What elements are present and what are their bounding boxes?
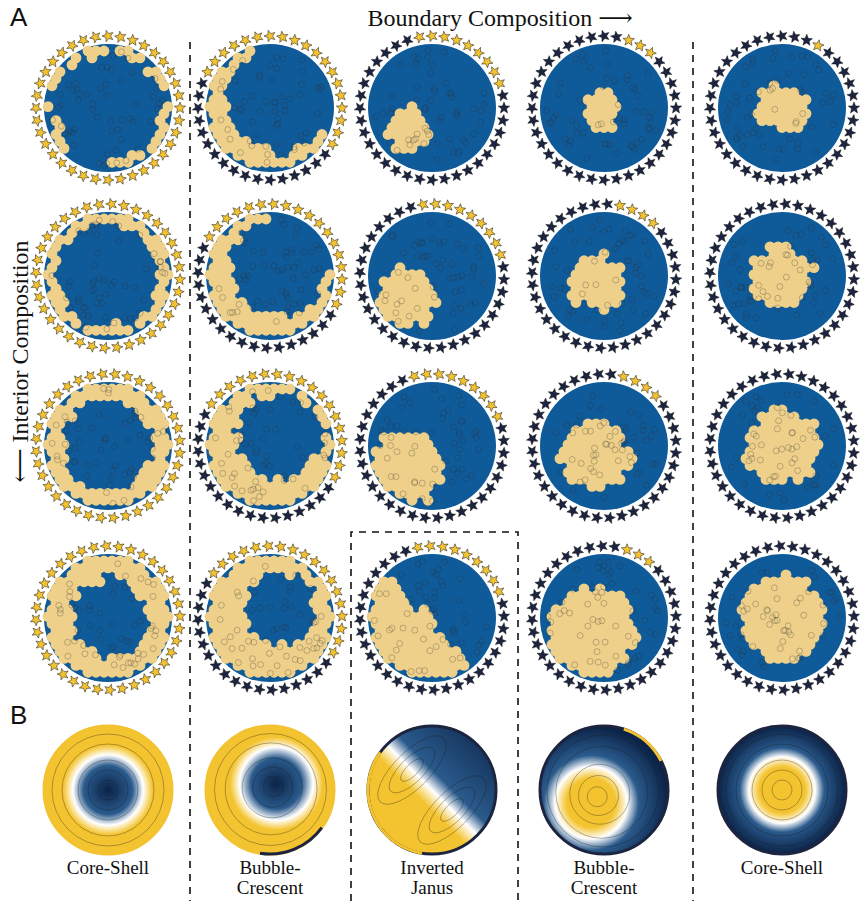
droplet-snapshot bbox=[705, 369, 860, 524]
panel-label: B bbox=[10, 702, 27, 729]
continuum-profile bbox=[367, 725, 496, 854]
dashed-separators bbox=[190, 42, 693, 901]
morphology-label: Inverted Janus bbox=[382, 858, 482, 898]
droplet-snapshot bbox=[526, 540, 681, 695]
droplet-snapshot bbox=[30, 198, 185, 353]
morphology-label: Bubble- Crescent bbox=[554, 858, 654, 898]
panel-label: A bbox=[10, 4, 27, 31]
continuum-profile bbox=[718, 726, 846, 854]
droplet-snapshot bbox=[31, 369, 186, 524]
droplet-snapshot bbox=[526, 198, 681, 353]
axis-label: ⟵ Interior Composition bbox=[7, 241, 32, 483]
continuum-profile bbox=[540, 726, 668, 854]
axis-label: Boundary Composition ⟶ bbox=[367, 6, 632, 31]
droplet-snapshot bbox=[30, 540, 185, 695]
morphology-label: Core-Shell bbox=[43, 858, 173, 878]
continuum-profile bbox=[206, 726, 334, 854]
droplet-snapshot bbox=[355, 369, 510, 524]
morphology-label: Bubble- Crescent bbox=[220, 858, 320, 898]
droplet-snapshot bbox=[193, 369, 348, 524]
droplet-snapshot bbox=[704, 198, 859, 353]
droplet-snapshot bbox=[354, 198, 509, 353]
droplet-snapshot bbox=[704, 540, 859, 695]
droplet-snapshot bbox=[30, 30, 185, 185]
morphology-label: Core-Shell bbox=[717, 858, 847, 878]
droplet-snapshot bbox=[354, 30, 509, 185]
droplet-snapshot bbox=[192, 30, 347, 185]
continuum-profile bbox=[44, 726, 172, 854]
droplet-snapshot bbox=[354, 540, 509, 695]
droplet-snapshot bbox=[704, 30, 859, 185]
droplet-snapshot bbox=[526, 30, 681, 185]
droplet-snapshot bbox=[527, 369, 682, 524]
droplet-snapshot bbox=[192, 540, 347, 695]
droplet-snapshot bbox=[192, 198, 347, 353]
